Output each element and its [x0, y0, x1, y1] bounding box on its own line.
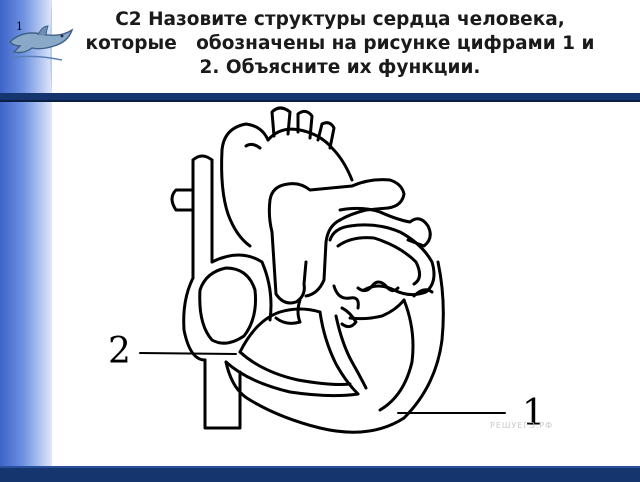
title-line: 2. Объясните их функции.: [199, 57, 481, 78]
left-decor-strip: [0, 0, 52, 480]
slide-number: 1: [16, 20, 23, 33]
heart-diagram: [139, 106, 506, 434]
dolphin-logo-icon: [9, 25, 74, 61]
watermark: РЕШУЕГЭ.РФ: [490, 421, 554, 430]
title-line: С2 Назовите структуры сердца человека,: [115, 9, 565, 30]
header-divider: [0, 93, 640, 102]
label-number-1: 1: [522, 393, 545, 434]
page-title: С2 Назовите структуры сердца человека, к…: [40, 8, 640, 80]
footer-divider: [0, 466, 640, 482]
title-line: которые обозначены на рисунке цифрами 1 …: [85, 33, 595, 54]
label-number-2: 2: [108, 331, 131, 372]
